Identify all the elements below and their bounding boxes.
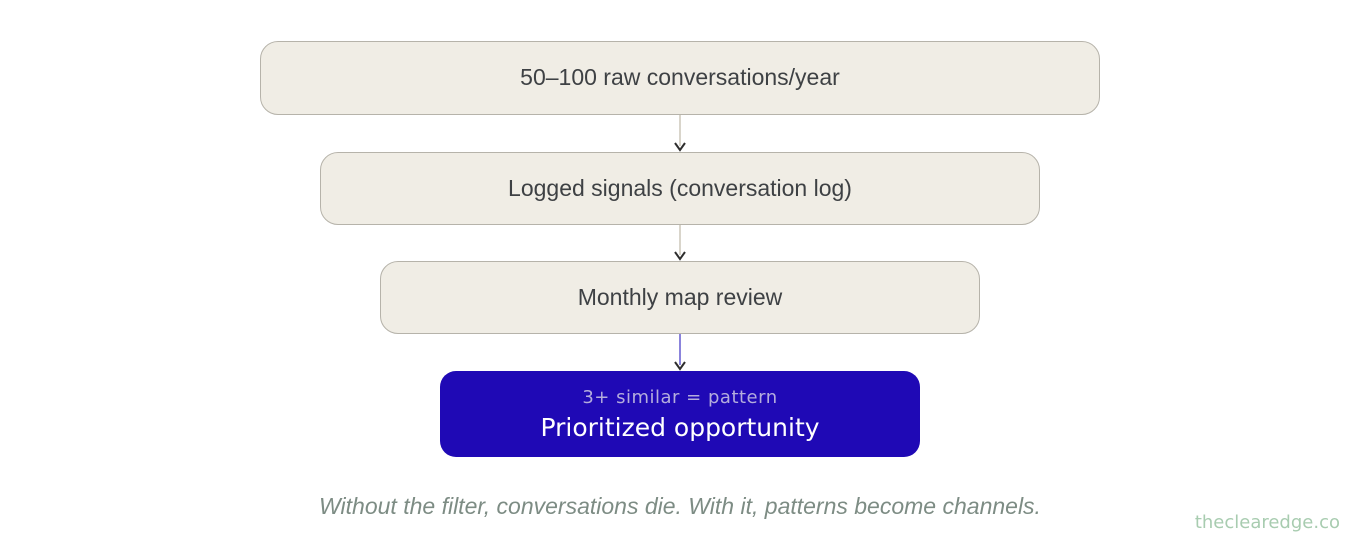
arrow-down-icon [674, 225, 686, 261]
funnel-result-box: 3+ similar = pattern Prioritized opportu… [440, 371, 920, 457]
arrow-down-accent-icon [674, 334, 686, 371]
arrow-down-icon [674, 115, 686, 152]
funnel-step-label: 50–100 raw conversations/year [520, 64, 840, 91]
funnel-result-title: Prioritized opportunity [540, 412, 820, 442]
funnel-step-label: Monthly map review [577, 283, 783, 310]
funnel-result-subtitle: 3+ similar = pattern [582, 386, 778, 408]
funnel-step-monthly-map-review: Monthly map review [380, 261, 980, 334]
watermark-text: theclearedge.co [1194, 512, 1340, 533]
funnel-step-label: Logged signals (conversation log) [508, 174, 852, 201]
caption-text: Without the filter, conversations die. W… [319, 493, 1041, 519]
funnel-step-logged-signals: Logged signals (conversation log) [320, 152, 1040, 225]
funnel-step-raw-conversations: 50–100 raw conversations/year [260, 41, 1100, 115]
